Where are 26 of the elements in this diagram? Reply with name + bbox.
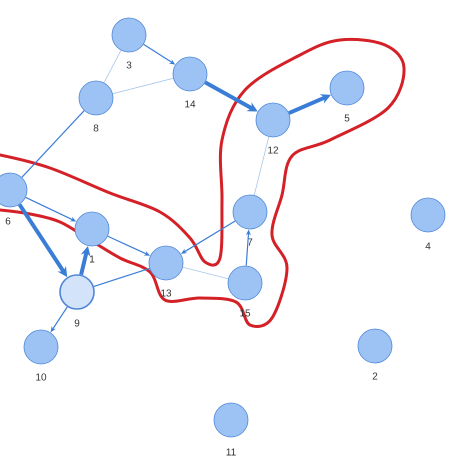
node-label: 1 [90, 256, 94, 262]
graph-node: 13 [148, 246, 184, 297]
graph-node: 4 [410, 198, 446, 250]
node-label: 10 [36, 373, 46, 381]
node-label: 13 [161, 289, 172, 297]
graph-node: 8 [78, 80, 114, 132]
graph-node: 11 [214, 402, 248, 456]
graph-node: 10 [24, 330, 58, 381]
graph-node: 9 [59, 274, 95, 327]
node-label: 12 [268, 146, 278, 154]
graph-node: 6 [0, 172, 28, 225]
node-label: 9 [74, 319, 80, 327]
node-label: 8 [94, 124, 98, 132]
graph-node: 14 [172, 56, 208, 108]
node-label: 2 [372, 372, 378, 380]
graph-node: 3 [112, 18, 146, 69]
node-label: 3 [126, 61, 132, 69]
node-label: 6 [6, 217, 10, 225]
graph-node: 12 [256, 102, 290, 154]
node-label: 4 [425, 242, 430, 250]
graph-node: 1 [74, 212, 110, 262]
node-label: 5 [344, 114, 350, 122]
node-label: 11 [226, 448, 236, 456]
graph-node: 2 [358, 328, 392, 380]
graph-node: 5 [330, 70, 364, 122]
node-label: 14 [185, 100, 196, 108]
